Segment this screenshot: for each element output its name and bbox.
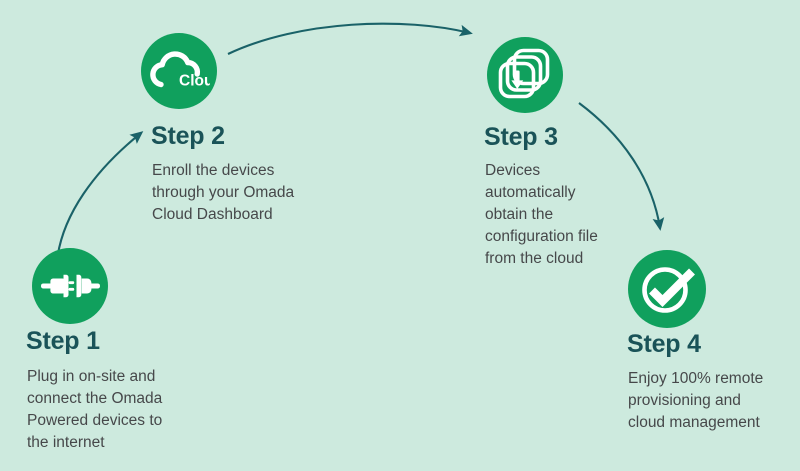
step-2-body: Enroll the devices through your Omada Cl… [152, 162, 295, 223]
plug-connector-icon [41, 274, 100, 298]
step-4-badge [628, 250, 706, 328]
step-4-body: Enjoy 100% remote provisioning and cloud… [628, 370, 764, 431]
download-files-icon [498, 48, 550, 99]
arrow-step2-to-step3 [227, 22, 473, 55]
step-2-heading: Step 2 [151, 122, 225, 150]
arrow-step1-to-step2 [55, 131, 144, 262]
step-1-body: Plug in on-site and connect the Omada Po… [27, 368, 163, 451]
step-4-heading: Step 4 [627, 330, 701, 358]
step-3-heading: Step 3 [484, 123, 558, 151]
step-3-body: Devices automatically obtain the configu… [485, 162, 598, 267]
step-1-heading: Step 1 [26, 327, 100, 355]
cloud-icon-label: Cloud [179, 73, 210, 90]
check-circle-icon [642, 267, 695, 313]
cloud-icon: Cloud [150, 51, 210, 90]
